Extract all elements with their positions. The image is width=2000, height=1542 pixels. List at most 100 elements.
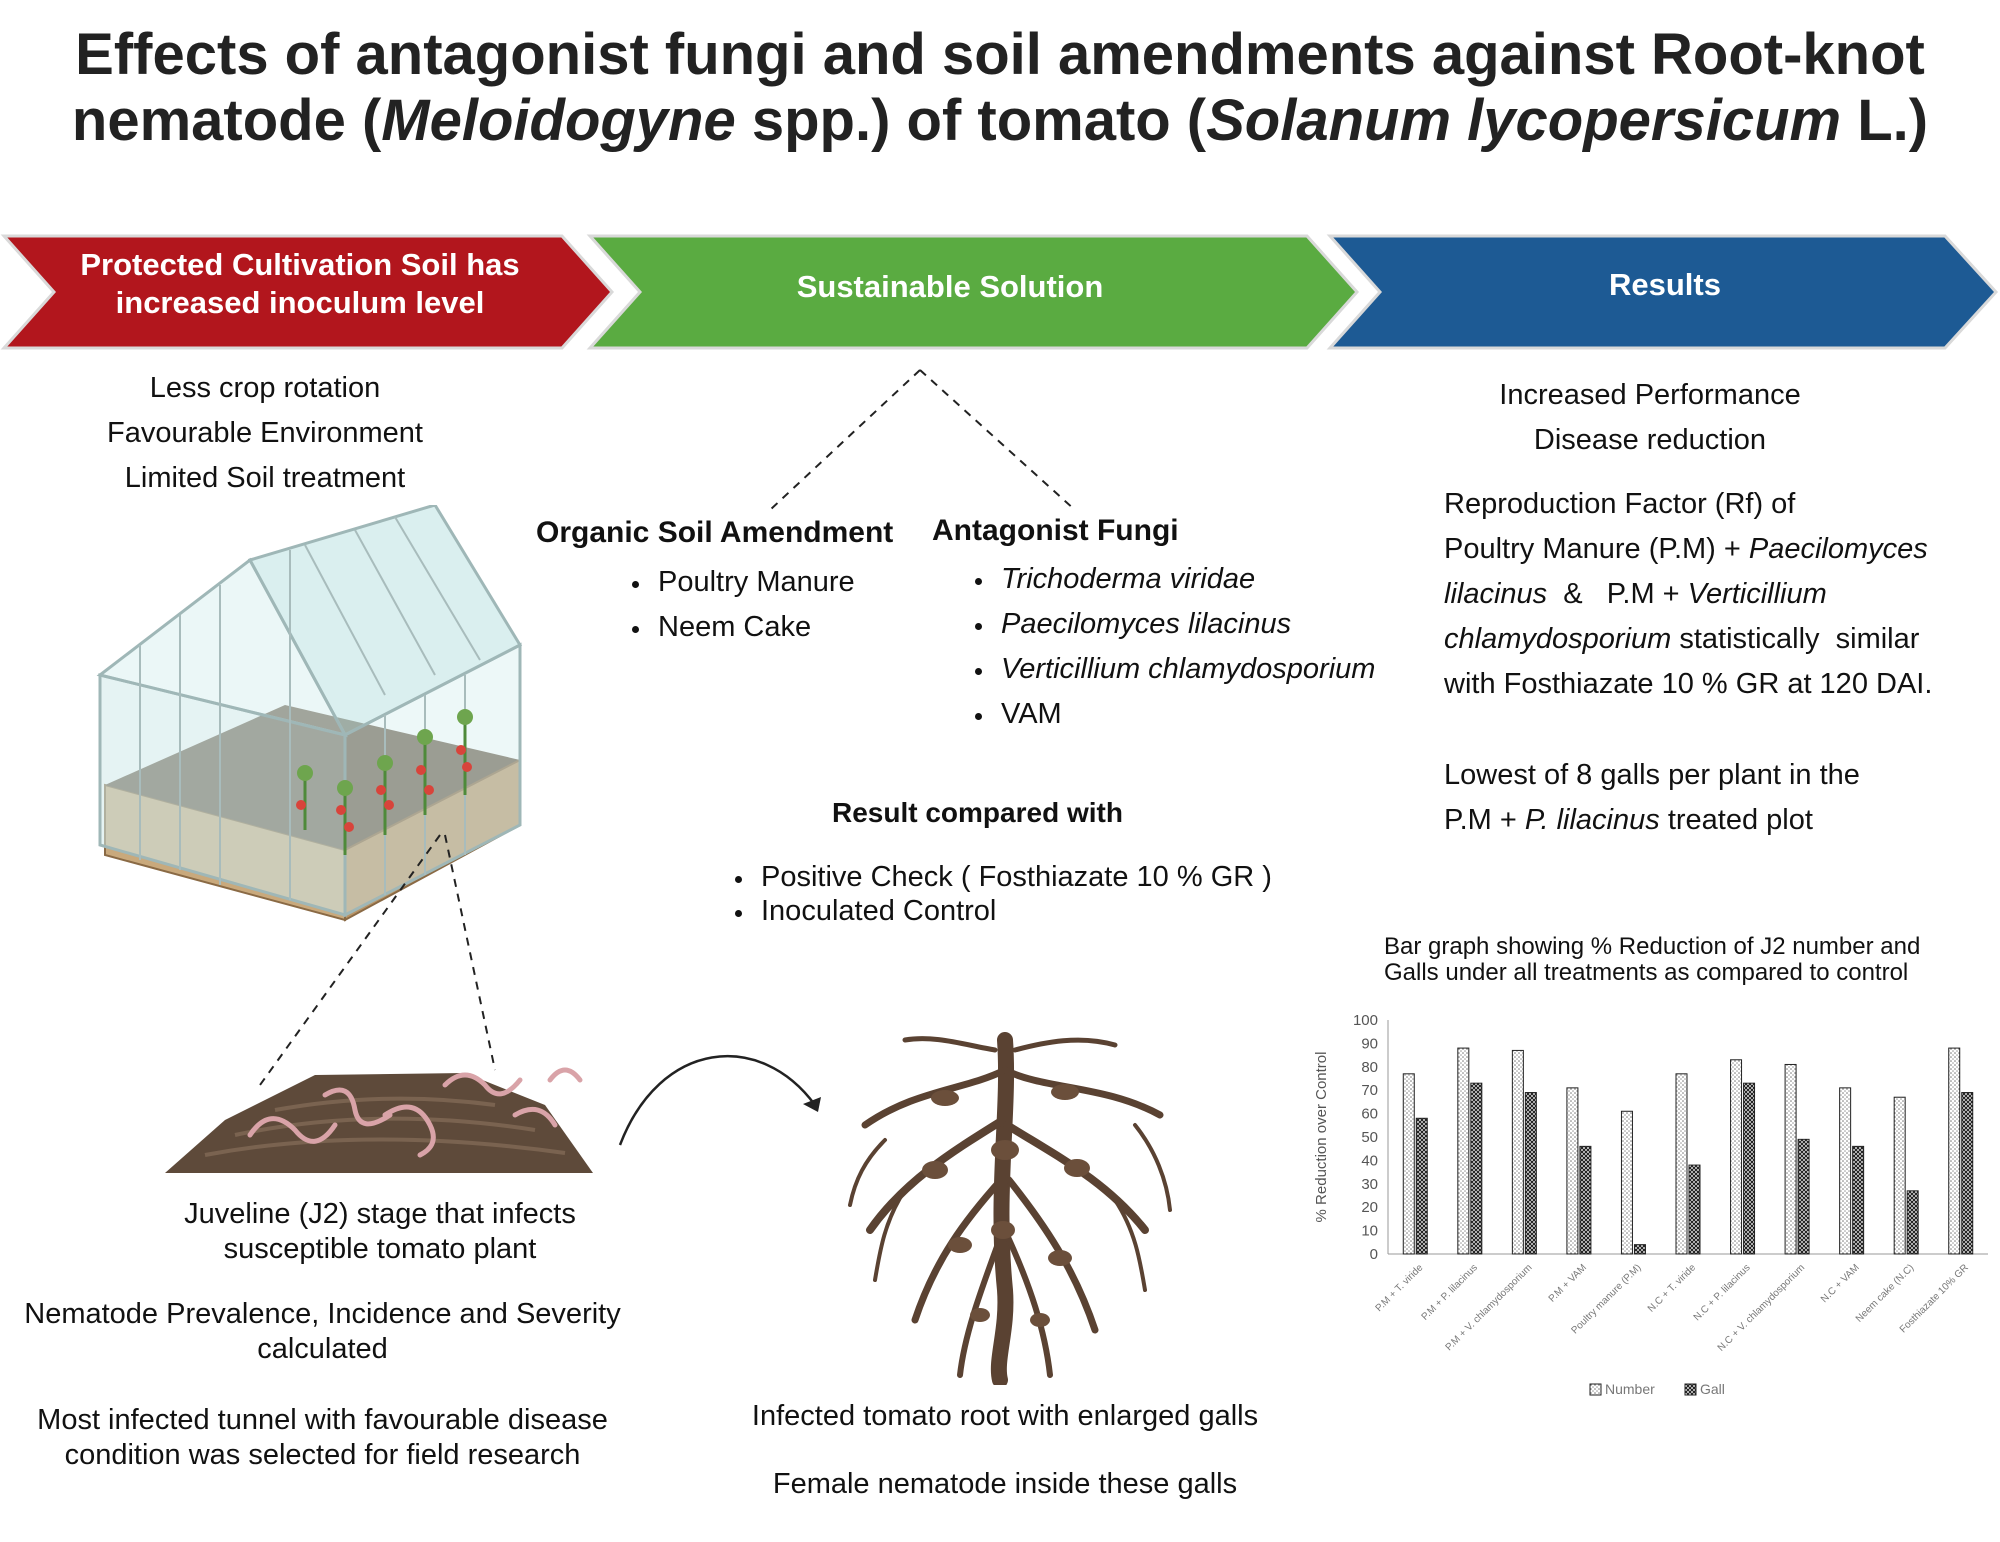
- j2-caption-line: susceptible tomato plant: [223, 1233, 537, 1265]
- bar-number: [1839, 1087, 1852, 1255]
- compare-heading: Result compared with: [832, 797, 1123, 828]
- legend-swatch: [1589, 1383, 1602, 1396]
- bar-number: [1457, 1047, 1470, 1255]
- x-tick-label: N.C + T. viride: [1646, 1262, 1699, 1315]
- rf-text: statistically similar: [1671, 623, 1920, 655]
- x-tick-label: N.C + VAM: [1819, 1262, 1862, 1305]
- bar-number: [1730, 1059, 1743, 1255]
- title-part: L.): [1841, 88, 1929, 153]
- bar-gall: [1906, 1190, 1919, 1255]
- bar-number: [1784, 1063, 1797, 1255]
- greenhouse-illustration: [96, 505, 523, 922]
- prevalence-line: Nematode Prevalence, Incidence and Sever…: [24, 1298, 621, 1330]
- bar-gall: [1470, 1082, 1483, 1255]
- x-tick-label: Neem cake (N.C): [1854, 1262, 1916, 1324]
- y-tick-label: 60: [1361, 1106, 1378, 1123]
- arrow-red: [0, 234, 615, 350]
- bar-gall: [1743, 1082, 1756, 1255]
- rf-text: & P.M +: [1547, 578, 1688, 610]
- tunnel-line: condition was selected for field researc…: [64, 1439, 581, 1471]
- lowest-italic: P. lilacinus: [1524, 804, 1660, 836]
- arrow-red-label: Protected Cultivation Soil has increased…: [40, 246, 560, 322]
- rf-italic: lilacinus: [1444, 578, 1548, 610]
- x-tick-label: P.M + P. lilacinus: [1420, 1262, 1480, 1322]
- rf-line: Poultry Manure (P.M) + Paecilomyces: [1444, 527, 1994, 572]
- legend-swatch: [1684, 1383, 1697, 1396]
- y-tick-label: 100: [1353, 1012, 1378, 1029]
- compare-item: Positive Check ( Fosthiazate 10 % GR ): [755, 860, 1272, 894]
- title-italic-genus: Meloidogyne: [381, 88, 736, 153]
- results-summary: Increased Performance Disease reduction: [1450, 373, 1850, 463]
- bar-gall: [1524, 1092, 1537, 1255]
- title-part: spp.) of tomato (: [735, 88, 1207, 153]
- inoculum-factors: Less crop rotation Favourable Environmen…: [50, 366, 480, 501]
- title-part: nematode (: [71, 88, 382, 153]
- y-tick-label: 30: [1361, 1176, 1378, 1193]
- results-item: Increased Performance: [1499, 379, 1801, 411]
- bar-number: [1675, 1073, 1688, 1255]
- rf-italic: Paecilomyces: [1748, 533, 1928, 565]
- x-tick-label: P.M + VAM: [1547, 1262, 1589, 1304]
- bar-gall: [1688, 1164, 1701, 1255]
- bar-number: [1893, 1096, 1906, 1255]
- prevalence-line: calculated: [257, 1333, 388, 1365]
- rf-italic: Verticillium: [1687, 578, 1827, 610]
- bar-number: [1511, 1049, 1524, 1255]
- factor-item: Limited Soil treatment: [124, 462, 406, 494]
- amendment-heading: Organic Soil Amendment: [536, 516, 894, 549]
- soil-nematode-illustration: [165, 1067, 593, 1173]
- title-italic-species: Solanum lycopersicum: [1206, 88, 1842, 153]
- bar-number: [1620, 1110, 1633, 1255]
- title-line-1: Effects of antagonist fungi and soil ame…: [75, 22, 1925, 87]
- bar-gall: [1633, 1244, 1646, 1255]
- bar-number: [1402, 1073, 1415, 1255]
- title-line-2: nematode (Meloidogyne spp.) of tomato (S…: [0, 88, 2000, 154]
- fungi-item: Paecilomyces lilacinus: [995, 602, 1375, 647]
- root-caption-1: Infected tomato root with enlarged galls: [751, 1400, 1259, 1432]
- factor-item: Favourable Environment: [107, 417, 423, 449]
- bar-number: [1948, 1047, 1961, 1255]
- fungi-heading: Antagonist Fungi: [932, 514, 1179, 547]
- rf-italic: chlamydosporium: [1444, 623, 1672, 655]
- tunnel-caption: Most infected tunnel with favourable dis…: [0, 1403, 645, 1473]
- arrow-blue: [1326, 234, 1999, 350]
- arrow-red-line-2: increased inoculum level: [115, 285, 485, 320]
- chart-caption-line: Galls under all treatments as compared t…: [1384, 959, 1909, 986]
- root-caption-2: Female nematode inside these galls: [772, 1468, 1238, 1500]
- arrow-green: [586, 234, 1360, 350]
- rf-line: chlamydosporium statistically similar: [1444, 617, 1994, 662]
- arrow-blue-label: Results: [1609, 267, 1721, 302]
- y-axis-label: % Reduction over Control: [1313, 1052, 1330, 1223]
- y-tick-label: 70: [1361, 1082, 1378, 1099]
- j2-caption-line: Juveline (J2) stage that infects: [184, 1198, 576, 1230]
- chart-caption-line: Bar graph showing % Reduction of J2 numb…: [1384, 933, 1921, 960]
- arrow-green-label: Sustainable Solution: [796, 269, 1104, 304]
- x-tick-label: P.M + T. viride: [1374, 1262, 1426, 1314]
- chart-caption: Bar graph showing % Reduction of J2 numb…: [1384, 934, 1984, 986]
- lowest-text: P.M +: [1444, 804, 1525, 836]
- rf-line: with Fosthiazate 10 % GR at 120 DAI.: [1444, 668, 1933, 700]
- fungi-item: Verticillium chlamydosporium: [995, 647, 1375, 692]
- page-title: Effects of antagonist fungi and soil ame…: [0, 22, 2000, 154]
- x-tick-label: N.C + V. chlamydosporium: [1716, 1262, 1807, 1353]
- rf-line: Reproduction Factor (Rf) of: [1444, 488, 1796, 520]
- bar-number: [1566, 1087, 1579, 1255]
- amendment-item: Neem Cake: [652, 605, 855, 650]
- tunnel-line: Most infected tunnel with favourable dis…: [37, 1404, 608, 1436]
- compare-item: Inoculated Control: [755, 894, 1272, 928]
- bar-gall: [1415, 1117, 1428, 1255]
- results-item: Disease reduction: [1533, 424, 1767, 456]
- amendment-item: Poultry Manure: [652, 560, 855, 605]
- fungi-item: VAM: [995, 692, 1375, 737]
- legend-label: Gall: [1700, 1381, 1725, 1397]
- rf-paragraph: Reproduction Factor (Rf) of Poultry Manu…: [1444, 482, 1994, 707]
- j2-caption: Juveline (J2) stage that infects suscept…: [120, 1197, 640, 1267]
- bar-gall: [1961, 1092, 1974, 1255]
- rf-text: Poultry Manure (P.M) +: [1444, 533, 1749, 565]
- infected-root-illustration: [848, 1032, 1172, 1385]
- arrow-red-line-1: Protected Cultivation Soil has: [80, 247, 520, 282]
- bar-gall: [1579, 1145, 1592, 1255]
- lowest-line: P.M + P. lilacinus treated plot: [1444, 798, 1994, 843]
- factor-item: Less crop rotation: [149, 372, 381, 404]
- y-tick-label: 0: [1370, 1246, 1378, 1263]
